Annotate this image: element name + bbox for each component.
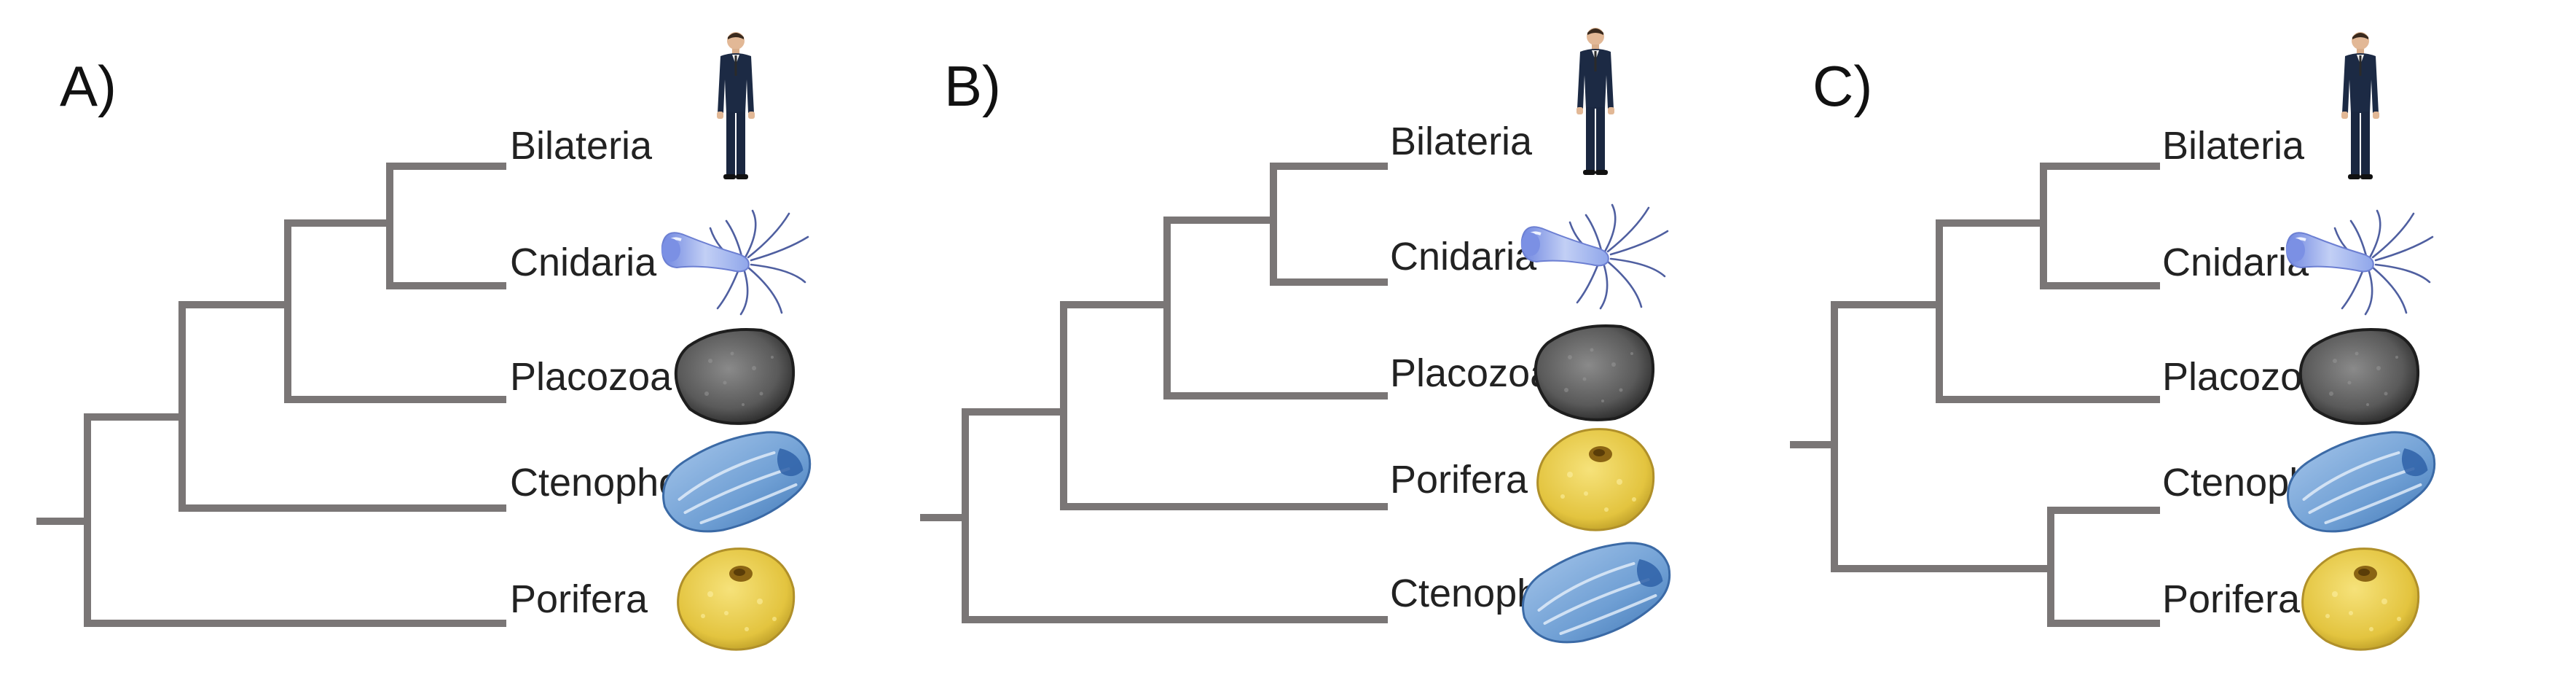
panel-label: C) bbox=[1813, 54, 1872, 118]
taxon-label-cnidaria: Cnidaria bbox=[1390, 235, 1537, 278]
ctenophore-icon bbox=[661, 430, 812, 533]
taxon-label-placozoa: Placozoa bbox=[1390, 351, 1552, 395]
placozoan-icon bbox=[2298, 327, 2420, 425]
taxon-label-placozoa: Placozoa bbox=[2162, 355, 2325, 399]
taxon-label-bilateria: Bilateria bbox=[2162, 124, 2305, 168]
taxon-label-placozoa: Placozoa bbox=[510, 355, 672, 399]
taxon-label-porifera: Porifera bbox=[1390, 458, 1528, 502]
taxon-label-cnidaria: Cnidaria bbox=[2162, 241, 2309, 284]
human-icon bbox=[717, 32, 755, 179]
sponge-icon bbox=[677, 547, 796, 651]
taxon-label-porifera: Porifera bbox=[2162, 577, 2301, 621]
sponge-icon bbox=[1536, 428, 1655, 531]
ctenophore-icon bbox=[2286, 430, 2436, 533]
taxon-label-bilateria: Bilateria bbox=[510, 124, 653, 168]
placozoan-icon bbox=[674, 327, 796, 425]
panel-label: B) bbox=[944, 54, 1001, 118]
cnidarian-icon bbox=[660, 209, 809, 316]
taxon-label-porifera: Porifera bbox=[510, 577, 648, 621]
human-icon bbox=[1576, 28, 1614, 175]
cnidarian-icon bbox=[1520, 203, 1669, 310]
human-icon bbox=[2341, 32, 2379, 179]
sponge-icon bbox=[2301, 547, 2420, 651]
placozoan-icon bbox=[1534, 324, 1655, 421]
panel-label: A) bbox=[60, 54, 117, 118]
tree-panel-a: A)BilateriaCnidariaPlacozoaCtenophoraPor… bbox=[36, 32, 812, 651]
cnidarian-icon bbox=[2285, 209, 2434, 316]
ctenophore-icon bbox=[1521, 541, 1671, 644]
taxon-label-bilateria: Bilateria bbox=[1390, 120, 1533, 163]
tree-panel-b: B)BilateriaCnidariaPlacozoaPoriferaCteno… bbox=[920, 28, 1671, 644]
tree-panel-c: C)BilateriaCnidariaPlacozoaCtenophoraPor… bbox=[1790, 32, 2436, 651]
taxon-label-cnidaria: Cnidaria bbox=[510, 241, 657, 284]
